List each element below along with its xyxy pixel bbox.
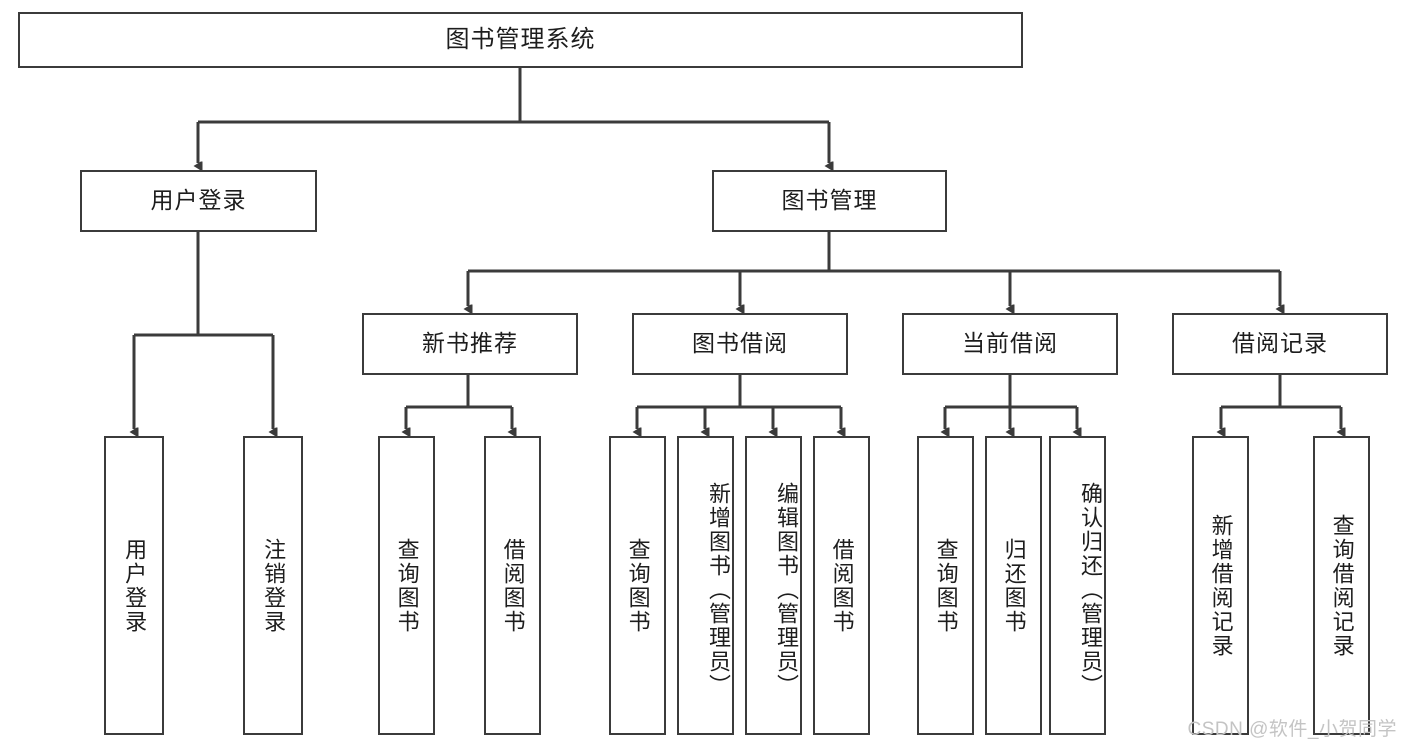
leaf-query-record[interactable]: 查询借阅记录 [1313, 436, 1370, 735]
node-book-borrow[interactable]: 图书借阅 [632, 313, 848, 375]
node-label: 查询图书 [625, 537, 651, 634]
node-new-book-recommend[interactable]: 新书推荐 [362, 313, 578, 375]
leaf-query-book-3[interactable]: 查询图书 [917, 436, 974, 735]
node-label: 借阅记录 [1232, 330, 1328, 357]
leaf-borrow-book-2[interactable]: 借阅图书 [813, 436, 870, 735]
leaf-return-book[interactable]: 归还图书 [985, 436, 1042, 735]
leaf-query-book-2[interactable]: 查询图书 [609, 436, 666, 735]
leaf-edit-book[interactable]: 编辑图书（管理员） [745, 436, 802, 735]
leaf-logout[interactable]: 注销登录 [243, 436, 303, 735]
node-label: 新增图书（管理员） [706, 481, 731, 698]
watermark-text: CSDN @软件_小贺同学 [1187, 719, 1397, 740]
node-label: 新书推荐 [422, 330, 518, 357]
node-label: 用户登录 [150, 187, 247, 214]
node-label: 查询图书 [394, 537, 420, 634]
leaf-add-book[interactable]: 新增图书（管理员） [677, 436, 734, 735]
node-user-login[interactable]: 用户登录 [80, 170, 317, 232]
node-root-system[interactable]: 图书管理系统 [18, 12, 1023, 68]
leaf-confirm-return[interactable]: 确认归还（管理员） [1049, 436, 1106, 735]
node-label: 确认归还（管理员） [1078, 481, 1103, 698]
node-label: 查询借阅记录 [1329, 513, 1355, 658]
node-label: 图书管理 [781, 187, 878, 214]
leaf-borrow-book-1[interactable]: 借阅图书 [484, 436, 541, 735]
leaf-add-record[interactable]: 新增借阅记录 [1192, 436, 1249, 735]
node-label: 归还图书 [1001, 537, 1027, 634]
leaf-query-book-1[interactable]: 查询图书 [378, 436, 435, 735]
node-label: 查询图书 [933, 537, 959, 634]
node-borrow-record[interactable]: 借阅记录 [1172, 313, 1388, 375]
node-book-management[interactable]: 图书管理 [712, 170, 947, 232]
node-label: 图书管理系统 [445, 25, 596, 53]
node-label: 借阅图书 [829, 537, 855, 634]
node-current-borrow[interactable]: 当前借阅 [902, 313, 1118, 375]
node-label: 当前借阅 [962, 330, 1058, 357]
node-label: 借阅图书 [500, 537, 526, 634]
node-label: 图书借阅 [692, 330, 788, 357]
leaf-user-login[interactable]: 用户登录 [104, 436, 164, 735]
node-label: 编辑图书（管理员） [774, 481, 799, 698]
node-label: 用户登录 [122, 537, 148, 634]
node-label: 注销登录 [261, 537, 287, 634]
node-label: 新增借阅记录 [1208, 513, 1234, 658]
